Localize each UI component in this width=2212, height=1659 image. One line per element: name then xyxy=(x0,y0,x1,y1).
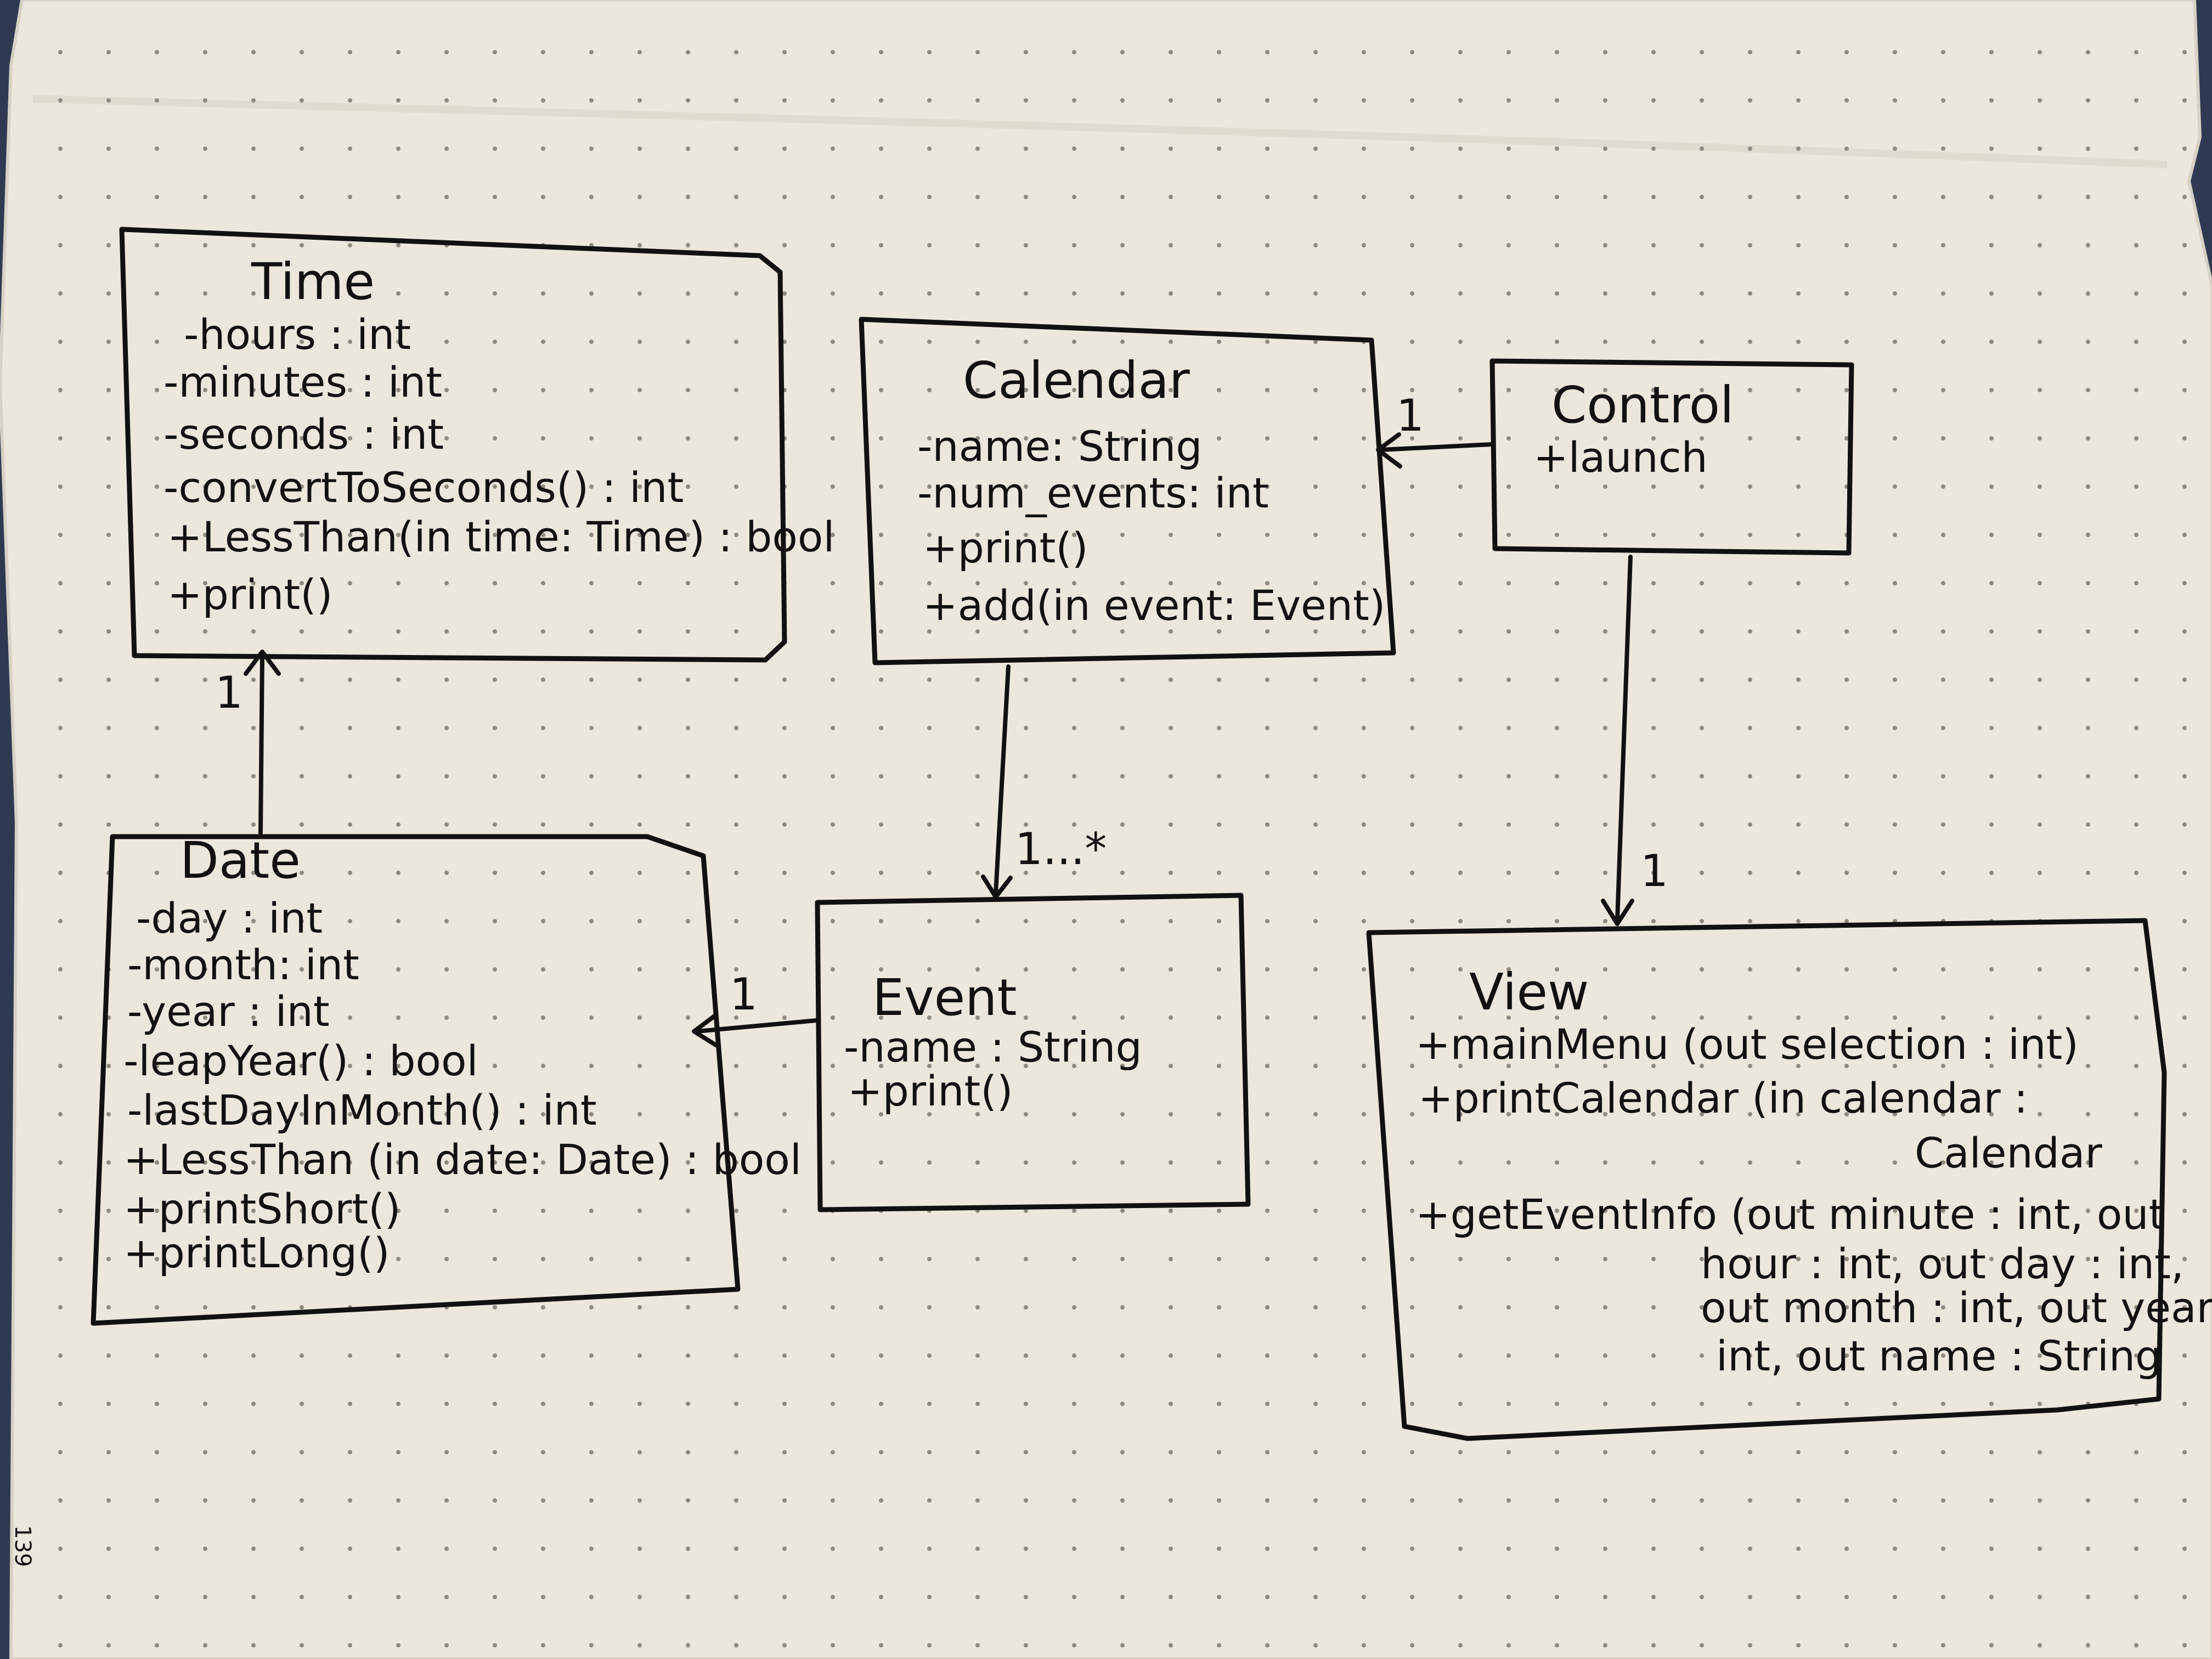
class-time-member: -convertToSeconds() : int xyxy=(163,463,684,512)
relation-event-date: 1 xyxy=(692,969,819,1047)
relation-line xyxy=(994,664,1011,895)
class-date-member: +printLong() xyxy=(123,1228,390,1277)
class-time-member: -hours : int xyxy=(184,310,411,359)
page-number: 139 xyxy=(10,1525,35,1567)
relation-control-calendar: 1 xyxy=(1376,390,1493,469)
relation-line xyxy=(695,1018,819,1034)
class-date-member: +LessThan (in date: Date) : bool xyxy=(123,1135,802,1184)
arrow-head-icon xyxy=(1376,432,1402,469)
arrow-head-icon xyxy=(692,1013,718,1047)
relation-date-time: 1 xyxy=(215,650,281,835)
relation-line xyxy=(258,654,264,835)
class-event-member: +print() xyxy=(848,1066,1013,1115)
class-time-box xyxy=(119,227,787,663)
class-time-name: Time xyxy=(251,252,375,311)
arrow-head-icon xyxy=(981,874,1013,899)
class-time-member: +print() xyxy=(167,570,333,619)
arrow-head-icon xyxy=(244,650,281,676)
relation-multiplicity: 1 xyxy=(1640,845,1668,896)
class-calendar-box xyxy=(859,317,1396,665)
class-time-member: -seconds : int xyxy=(163,410,444,459)
relation-calendar-event: 1...* xyxy=(981,664,1107,899)
class-calendar-name: Calendar xyxy=(963,351,1190,410)
class-time-member: -minutes : int xyxy=(163,358,442,407)
class-date-member: -month: int xyxy=(127,940,359,989)
class-view-member: +printCalendar (in calendar : xyxy=(1418,1074,2028,1122)
class-event-member: -name : String xyxy=(844,1023,1142,1071)
relation-line xyxy=(1378,442,1493,452)
class-date-member: -lastDayInMonth() : int xyxy=(127,1086,597,1135)
class-calendar: Calendar -name: String -num_events: int … xyxy=(859,317,1396,665)
relation-line xyxy=(1615,555,1633,923)
class-calendar-member: -name: String xyxy=(917,422,1203,471)
class-date-member: -year : int xyxy=(127,987,330,1036)
class-view-name: View xyxy=(1469,963,1589,1022)
class-date-member: +printShort() xyxy=(123,1184,401,1233)
class-date: Date -day : int -month: int -year : int … xyxy=(91,831,802,1326)
class-view-member: Calendar xyxy=(1915,1128,2102,1177)
class-control: Control +launch xyxy=(1489,358,1854,556)
class-time: Time -hours : int -minutes : int -second… xyxy=(119,227,834,663)
class-date-name: Date xyxy=(180,831,301,890)
class-calendar-member: +add(in event: Event) xyxy=(923,581,1385,630)
class-event-name: Event xyxy=(872,968,1017,1027)
dot-grid xyxy=(58,50,2187,1647)
class-view-member: hour : int, out day : int, xyxy=(1701,1239,2184,1288)
relation-control-view: 1 xyxy=(1601,555,1668,926)
class-calendar-member: -num_events: int xyxy=(917,469,1269,517)
class-view-box xyxy=(1366,918,2167,1441)
class-view-member: +getEventInfo (out minute : int, out xyxy=(1415,1190,2165,1239)
relation-multiplicity: 1 xyxy=(215,667,243,718)
class-view: View +mainMenu (out selection : int) +pr… xyxy=(1366,918,2212,1441)
class-view-member: +mainMenu (out selection : int) xyxy=(1415,1020,2079,1069)
class-view-member: out month : int, out year : xyxy=(1701,1283,2212,1332)
class-view-member: int, out name : String xyxy=(1716,1331,2162,1380)
class-control-box xyxy=(1489,358,1854,556)
class-date-member: -leapYear() : bool xyxy=(123,1036,478,1085)
page-fold-shadow xyxy=(32,95,2168,168)
class-calendar-member: +print() xyxy=(923,523,1088,572)
class-time-member: +LessThan(in time: Time) : bool xyxy=(167,512,834,561)
class-control-member: +launch xyxy=(1533,433,1708,482)
class-event-box xyxy=(815,893,1251,1212)
class-event: Event -name : String +print() xyxy=(815,893,1251,1212)
relation-multiplicity: 1...* xyxy=(1015,823,1107,874)
class-date-member: -day : int xyxy=(136,894,323,943)
relation-multiplicity: 1 xyxy=(1396,390,1424,441)
relation-multiplicity: 1 xyxy=(730,969,758,1020)
class-control-name: Control xyxy=(1551,376,1734,435)
class-date-box xyxy=(91,834,741,1326)
arrow-head-icon xyxy=(1601,899,1634,926)
